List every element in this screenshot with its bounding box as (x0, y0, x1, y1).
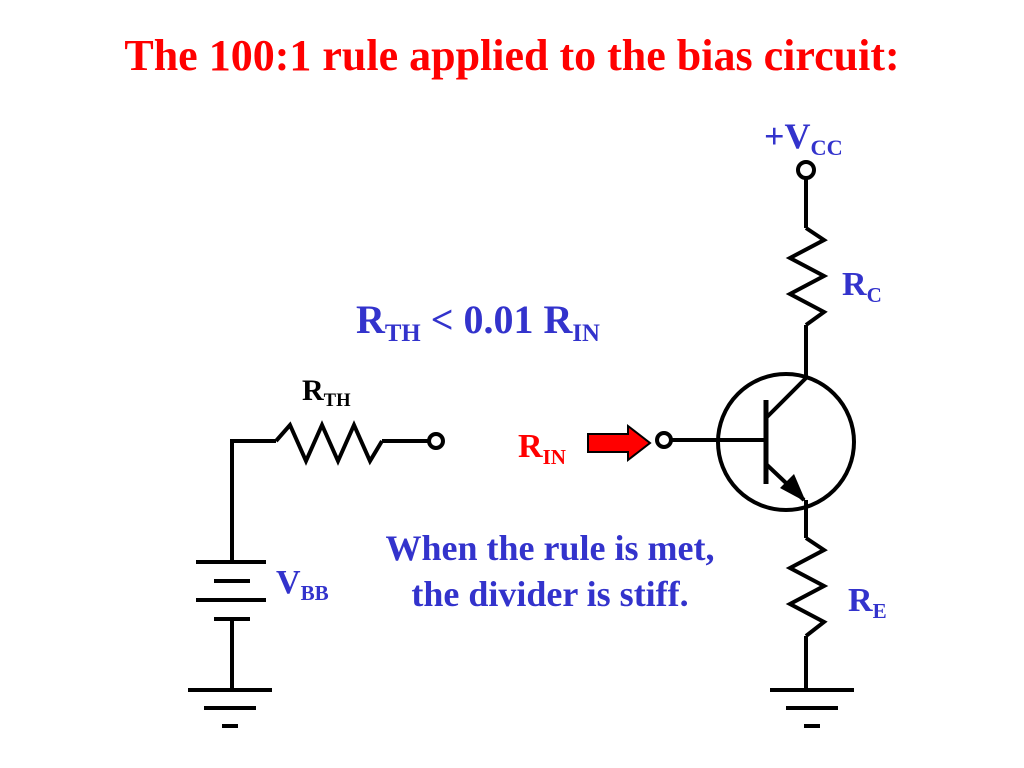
rc-label-main: R (842, 266, 867, 303)
rule-lhs-sub: TH (384, 319, 421, 347)
re-label-main: R (848, 582, 873, 619)
rule-equation: RTH < 0.01 RIN (356, 297, 600, 346)
re-label: RE (848, 582, 887, 622)
rc-label-sub: C (866, 282, 882, 307)
rc-label: RC (842, 266, 882, 306)
rth-label-sub: TH (323, 389, 351, 411)
vcc-label-main: +V (764, 116, 811, 156)
rule-rhs-main: R (543, 297, 573, 342)
rin-arrow-icon (587, 423, 652, 463)
slide-title: The 100:1 rule applied to the bias circu… (124, 31, 900, 80)
rule-lhs-main: R (356, 297, 385, 342)
rth-resistor (274, 420, 384, 466)
rin-label-main: R (518, 428, 543, 465)
rth-terminal (427, 432, 445, 450)
emitter-arrow-icon (780, 474, 806, 502)
vbb-label-sub: BB (300, 580, 329, 605)
re-label-sub: E (872, 598, 887, 623)
rc-resistor (785, 226, 829, 327)
vcc-label: +VCC (764, 116, 843, 159)
rule-operator: < 0.01 (420, 297, 544, 342)
rth-label-main: R (302, 374, 324, 407)
vbb-label: VBB (276, 564, 329, 604)
re-resistor (785, 536, 829, 638)
vbb-top-wire (230, 439, 276, 562)
collector-lead (764, 376, 808, 420)
stiff-divider-note: When the rule is met, the divider is sti… (340, 525, 760, 617)
rule-rhs-sub: IN (572, 319, 600, 347)
rin-label-sub: IN (542, 444, 566, 469)
rth-label: RTH (302, 374, 351, 410)
vcc-label-sub: CC (810, 135, 843, 161)
note-line-1: When the rule is met, (385, 528, 715, 568)
vcc-terminal (796, 160, 816, 180)
note-line-2: the divider is stiff. (411, 574, 689, 614)
rin-label: RIN (518, 428, 566, 468)
vbb-label-main: V (276, 564, 301, 601)
base-terminal (655, 431, 673, 449)
